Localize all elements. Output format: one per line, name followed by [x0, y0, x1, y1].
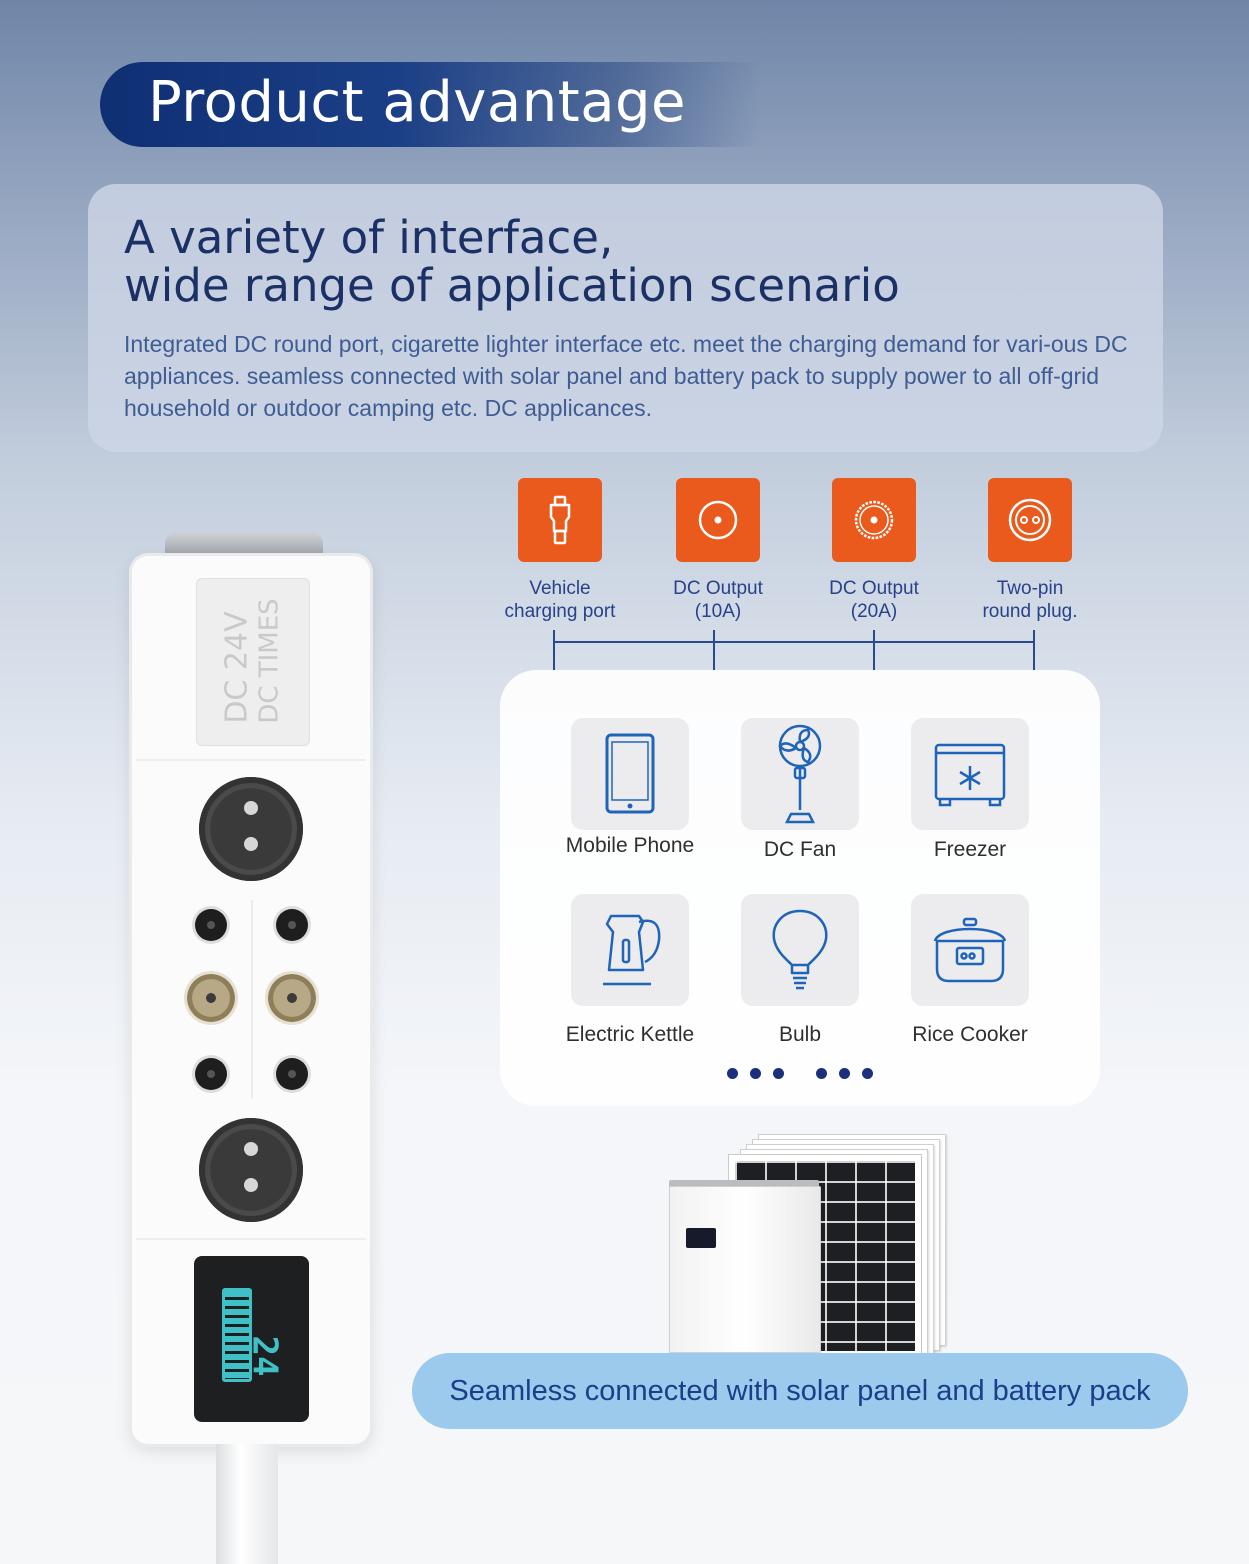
- dc-20a-port: [268, 974, 316, 1022]
- fan-icon: [741, 718, 859, 830]
- interface-label: DC Output (20A): [829, 578, 919, 622]
- socket-pin: [244, 1142, 258, 1156]
- device-divider: [136, 759, 366, 761]
- connector-line: [553, 641, 1035, 643]
- dc-port: [195, 1058, 227, 1090]
- device-label-text: DC 24V DC TIMES: [220, 598, 285, 723]
- more-dot: [727, 1068, 738, 1079]
- intro-card: [88, 184, 1163, 452]
- device-divider: [136, 1238, 366, 1240]
- appliance-label: Bulb: [778, 1023, 822, 1046]
- connector-tick: [1033, 630, 1035, 670]
- interface-label: Two-pin round plug.: [982, 578, 1078, 622]
- caption-pill: [412, 1353, 1188, 1429]
- headline: A variety of interface, wide range of ap…: [124, 214, 900, 310]
- kettle-icon: [571, 894, 689, 1006]
- more-dot: [839, 1068, 850, 1079]
- voltage-readout: 24: [244, 1335, 285, 1377]
- more-dot: [816, 1068, 827, 1079]
- dc-port: [276, 909, 308, 941]
- mobile-phone-icon: [571, 718, 689, 830]
- rice-cooker-icon: [911, 894, 1029, 1006]
- page-title: Product advantage: [148, 70, 687, 135]
- dc-output-10a-icon: [676, 478, 760, 562]
- more-dot: [773, 1068, 784, 1079]
- dc-20a-port: [187, 974, 235, 1022]
- intro-description: Integrated DC round port, cigarette ligh…: [124, 331, 1128, 421]
- connector-tick: [713, 630, 715, 670]
- headline-line1: A variety of interface,: [124, 211, 614, 264]
- appliance-label: Electric Kettle: [565, 1023, 695, 1046]
- connector-tick: [553, 630, 555, 670]
- interface-label: Vehicle charging port: [504, 578, 616, 622]
- two-pin-plug-icon: [988, 478, 1072, 562]
- freezer-icon: [911, 718, 1029, 830]
- interface-label: DC Output (10A): [673, 578, 763, 622]
- dc-port: [276, 1058, 308, 1090]
- more-dot: [862, 1068, 873, 1079]
- headline-line2: wide range of application scenario: [124, 259, 900, 312]
- device-label-plate: [196, 578, 310, 746]
- more-dot: [750, 1068, 761, 1079]
- title-banner: [100, 62, 760, 147]
- solar-caption: Seamless connected with solar panel and …: [449, 1375, 1151, 1407]
- appliance-label: DC Fan: [763, 838, 837, 861]
- power-cable: [216, 1444, 278, 1564]
- device-brand-label: DC TIMES: [254, 598, 285, 724]
- two-pin-socket-bottom: [199, 1118, 303, 1222]
- dc-output-20a-icon: [832, 478, 916, 562]
- socket-pin: [244, 1178, 258, 1192]
- dc-port: [195, 909, 227, 941]
- bulb-icon: [741, 894, 859, 1006]
- device-cap: [165, 532, 323, 558]
- socket-pin: [244, 801, 258, 815]
- appliance-label: Rice Cooker: [912, 1023, 1028, 1046]
- car-charger-icon: [518, 478, 602, 562]
- connector-tick: [873, 630, 875, 670]
- appliance-label: Mobile Phone: [565, 834, 695, 857]
- two-pin-socket-top: [199, 777, 303, 881]
- battery-pack: [669, 1186, 821, 1366]
- battery-pack-display: [686, 1228, 716, 1248]
- socket-pin: [244, 837, 258, 851]
- battery-level-icon: [222, 1288, 252, 1382]
- appliance-label: Freezer: [933, 838, 1007, 861]
- port-divider: [251, 900, 253, 1098]
- device-voltage-label: DC 24V: [219, 611, 255, 724]
